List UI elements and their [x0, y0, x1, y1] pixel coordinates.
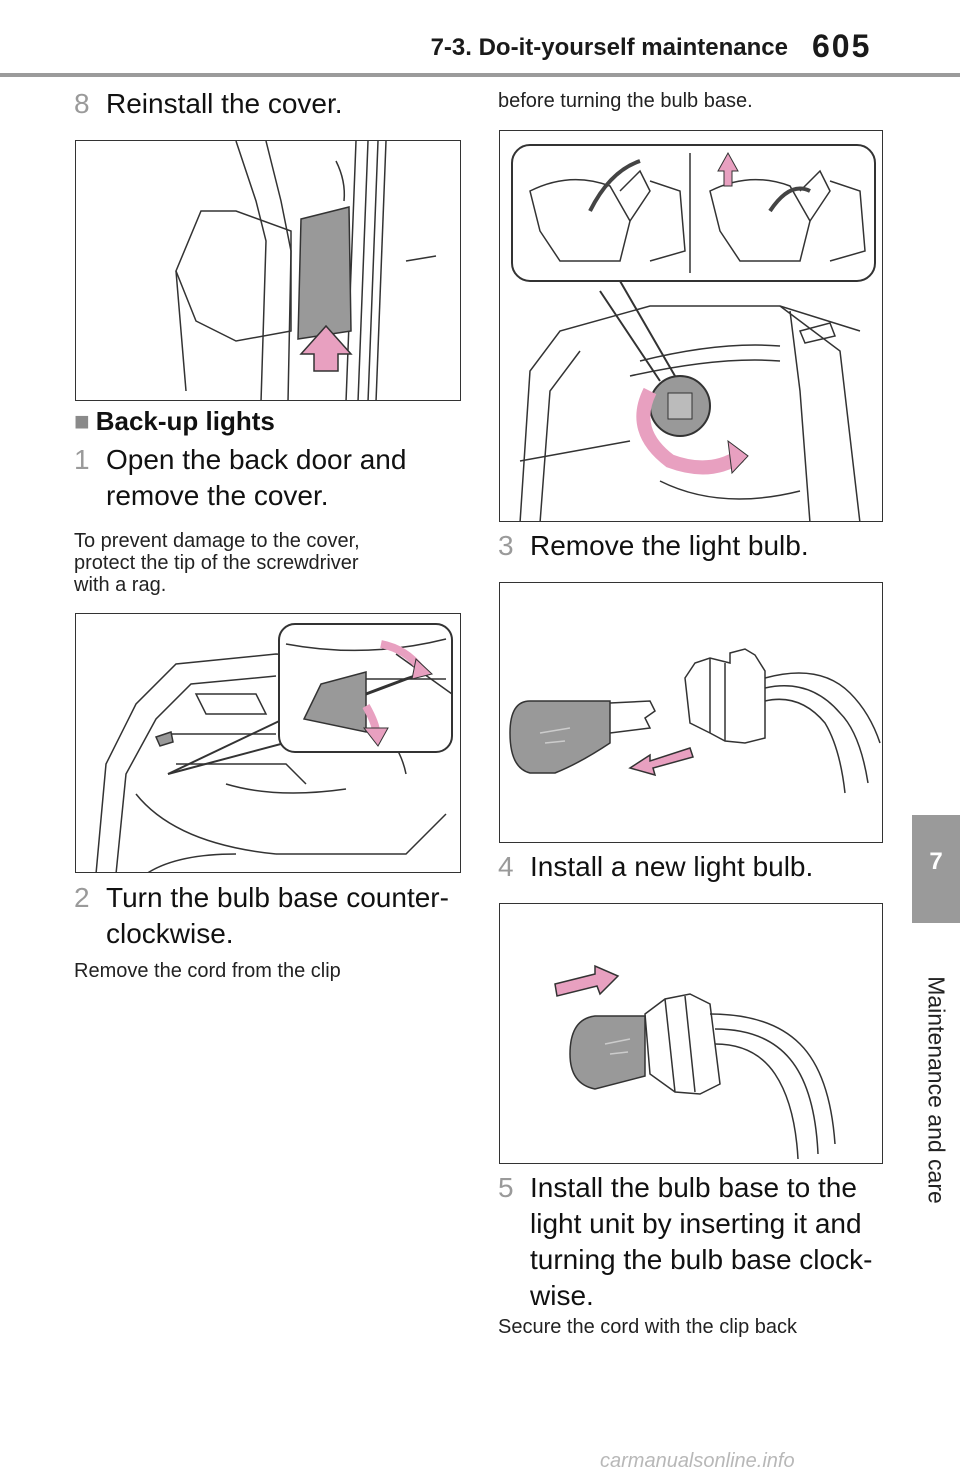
note-remove-cord-cont: before turning the bulb base.: [498, 90, 753, 112]
note-remove-cord: Remove the cord from the clip: [74, 960, 341, 982]
heading-text: Back-up lights: [95, 406, 275, 436]
header-rule: [0, 73, 960, 77]
step-number: 4: [498, 851, 514, 882]
step-text-line2: light unit by inserting it and: [530, 1208, 862, 1239]
section-title: 7-3. Do-it-yourself maintenance: [430, 34, 788, 61]
step-number: 2: [74, 882, 90, 913]
step-1: 1 Open the back door and remove the cover…: [74, 442, 406, 514]
step-2: 2 Turn the bulb base counter- clockwise.: [74, 880, 449, 952]
step-number: 3: [498, 530, 514, 561]
step-text-line2: remove the cover.: [106, 480, 329, 511]
page-number: 605: [812, 28, 872, 64]
square-bullet-icon: ■: [74, 406, 90, 436]
chapter-number: 7: [929, 848, 943, 875]
step-5: 5 Install the bulb base to the light unit…: [498, 1170, 872, 1314]
step-text-line1: Install the bulb base to the: [530, 1172, 857, 1203]
figure-turn-bulb-base: [499, 130, 883, 522]
figure-remove-bulb: [499, 582, 883, 843]
note-screwdriver: To prevent damage to the cover, protect …: [74, 530, 360, 596]
step-text: Remove the light bulb.: [530, 530, 809, 561]
step-text-line2: clockwise.: [106, 918, 234, 949]
step-4: 4 Install a new light bulb.: [498, 849, 813, 885]
step-text: Install a new light bulb.: [530, 851, 814, 882]
figure-remove-cover: [75, 613, 461, 873]
chapter-tab: [912, 815, 960, 923]
step-text-line1: Turn the bulb base counter-: [106, 882, 449, 913]
step-text-line4: wise.: [530, 1280, 594, 1311]
step-3: 3 Remove the light bulb.: [498, 528, 809, 564]
step-number: 1: [74, 444, 90, 475]
step-text-line1: Open the back door and: [106, 444, 407, 475]
step-text-line3: turning the bulb base clock-: [530, 1244, 873, 1275]
note-line: protect the tip of the screwdriver: [74, 552, 359, 574]
step-text: Reinstall the cover.: [106, 88, 343, 119]
figure-reinstall-cover: [75, 140, 461, 401]
note-secure-cord: Secure the cord with the clip back: [498, 1316, 798, 1338]
note-line: with a rag.: [74, 574, 167, 596]
chapter-title: Maintenance and care: [923, 976, 950, 1204]
figure-install-bulb: [499, 903, 883, 1164]
step-number: 5: [498, 1172, 514, 1203]
watermark: carmanualsonline.info: [600, 1450, 795, 1472]
section-heading: ■Back-up lights: [74, 406, 275, 437]
step-8: 8 Reinstall the cover.: [74, 86, 343, 122]
step-number: 8: [74, 88, 90, 119]
note-line: To prevent damage to the cover,: [74, 530, 360, 552]
